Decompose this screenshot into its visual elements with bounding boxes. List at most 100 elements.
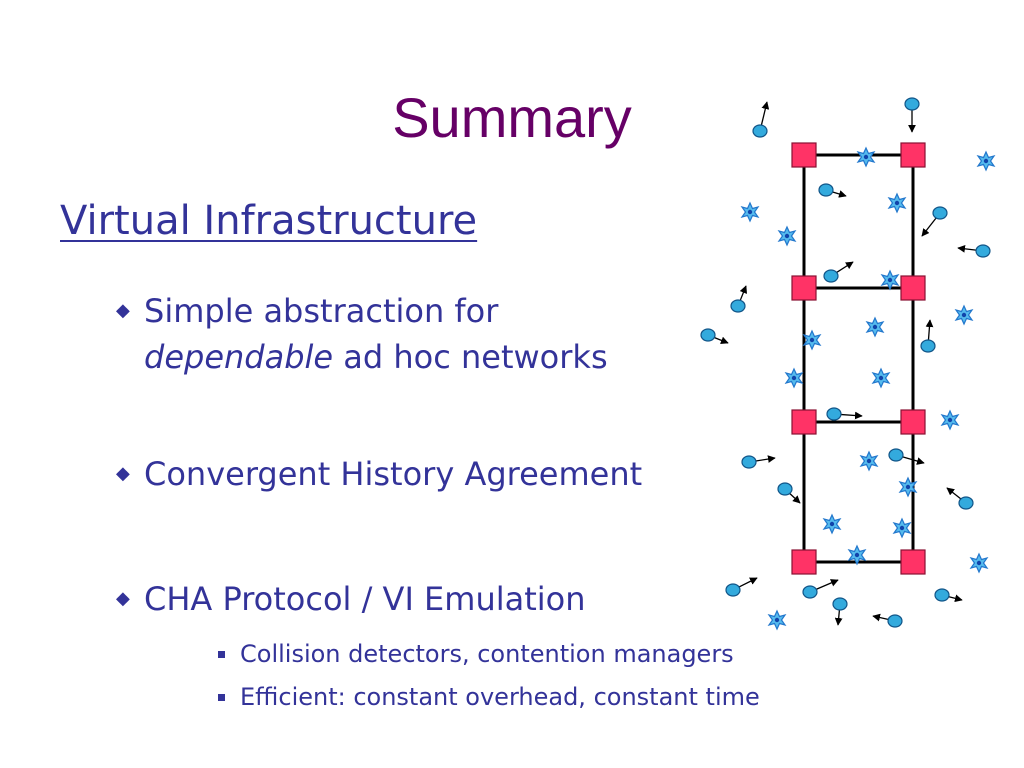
star-icon: [898, 476, 918, 498]
arrow-icon: [901, 456, 925, 465]
star-icon: [822, 513, 842, 535]
square-bullet-icon: [218, 694, 225, 701]
mobile-circle: [832, 597, 848, 611]
arrow-icon: [760, 101, 770, 126]
sub-bullet-efficient: Efficient: constant overhead, constant t…: [218, 682, 760, 712]
star-icon: [856, 146, 876, 168]
star-center: [976, 560, 982, 566]
arrow-icon: [839, 411, 863, 420]
arrow-icon: [831, 190, 847, 198]
sub-bullet-text: Collision detectors, contention managers: [240, 640, 734, 668]
star-center: [899, 525, 905, 531]
mobile-circle: [730, 299, 746, 313]
mobile-node-icon: [818, 183, 847, 198]
mobile-node-icon: [904, 97, 920, 133]
star-icon: [865, 316, 885, 338]
mobile-node-icon: [823, 261, 854, 283]
sub-bullet-collision: Collision detectors, contention managers: [218, 639, 734, 669]
arrow-icon: [815, 579, 839, 591]
arrow-icon: [834, 609, 843, 626]
star-center: [829, 521, 835, 527]
star-icon: [871, 367, 891, 389]
mobile-node-icon: [832, 597, 848, 626]
star-icon: [880, 269, 900, 291]
mobile-circle: [802, 585, 818, 599]
mobile-node-icon: [920, 319, 936, 353]
star-icon: [859, 450, 879, 472]
star-center: [947, 417, 953, 423]
mobile-circle: [741, 455, 757, 469]
mobile-circle: [826, 407, 842, 421]
mobile-circle: [975, 244, 991, 258]
arrow-icon: [739, 285, 748, 301]
mobile-circle: [958, 496, 974, 510]
bullet-simple-abstraction: ◆ Simple abstraction for dependable ad h…: [116, 288, 608, 380]
mobile-node-icon: [888, 448, 925, 465]
mobile-node-icon: [752, 101, 770, 138]
diamond-bullet-icon: ◆: [116, 300, 130, 321]
star-center: [863, 154, 869, 160]
virtual-node-square: [791, 409, 817, 435]
arrow-icon: [947, 594, 963, 603]
virtual-node-square: [791, 549, 817, 575]
mobile-circle: [818, 183, 834, 197]
mobile-node-icon: [730, 285, 748, 313]
arrow-icon: [788, 492, 801, 504]
virtual-node-square: [900, 275, 926, 301]
star-center: [983, 158, 989, 164]
sub-bullet-text: Efficient: constant overhead, constant t…: [240, 683, 760, 711]
star-center: [747, 209, 753, 215]
arrow-icon: [946, 487, 962, 500]
star-center: [905, 484, 911, 490]
mobile-circle: [934, 588, 950, 602]
mobile-circle: [752, 124, 768, 138]
star-icon: [847, 544, 867, 566]
arrow-icon: [957, 244, 978, 253]
emphasis-text: dependable: [144, 338, 334, 376]
star-center: [791, 375, 797, 381]
static-nodes: [740, 146, 996, 631]
mobile-node-icon: [921, 206, 948, 237]
slide-title: Summary: [392, 86, 632, 149]
star-center: [878, 375, 884, 381]
bullet-text: Convergent History Agreement: [144, 455, 643, 493]
arrow-icon: [713, 336, 729, 345]
mobile-circle: [887, 614, 903, 628]
bullet-convergent-history: ◆ Convergent History Agreement: [116, 451, 642, 497]
diamond-bullet-icon: ◆: [116, 463, 130, 484]
arrow-icon: [754, 455, 776, 463]
bullet-text: CHA Protocol / VI Emulation: [144, 580, 586, 618]
star-icon: [777, 225, 797, 247]
mobile-node-icon: [777, 482, 801, 504]
star-icon: [784, 367, 804, 389]
mobile-node-icon: [934, 588, 963, 603]
virtual-nodes: [791, 142, 926, 575]
star-center: [784, 233, 790, 239]
star-center: [872, 324, 878, 330]
star-center: [961, 312, 967, 318]
virtual-node-square: [791, 275, 817, 301]
virtual-node-square: [900, 142, 926, 168]
star-icon: [969, 552, 989, 574]
mobile-circle: [823, 269, 839, 283]
mobile-circle: [725, 583, 741, 597]
mobile-circle: [904, 97, 920, 111]
bullet-line-2: dependable ad hoc networks: [144, 334, 608, 380]
mobile-node-icon: [872, 613, 903, 628]
star-icon: [767, 609, 787, 631]
virtual-node-square: [791, 142, 817, 168]
mobile-node-icon: [826, 407, 863, 421]
star-icon: [740, 201, 760, 223]
mobile-circle: [932, 206, 948, 220]
mobile-circle: [888, 448, 904, 462]
bullet-cha-protocol: ◆ CHA Protocol / VI Emulation: [116, 576, 586, 622]
star-center: [866, 458, 872, 464]
star-center: [809, 337, 815, 343]
mobile-circle: [777, 482, 793, 496]
arrow-icon: [921, 217, 937, 237]
mobile-node-icon: [741, 455, 776, 469]
star-icon: [802, 329, 822, 351]
grid-lines: [802, 153, 915, 564]
arrow-icon: [925, 319, 934, 341]
